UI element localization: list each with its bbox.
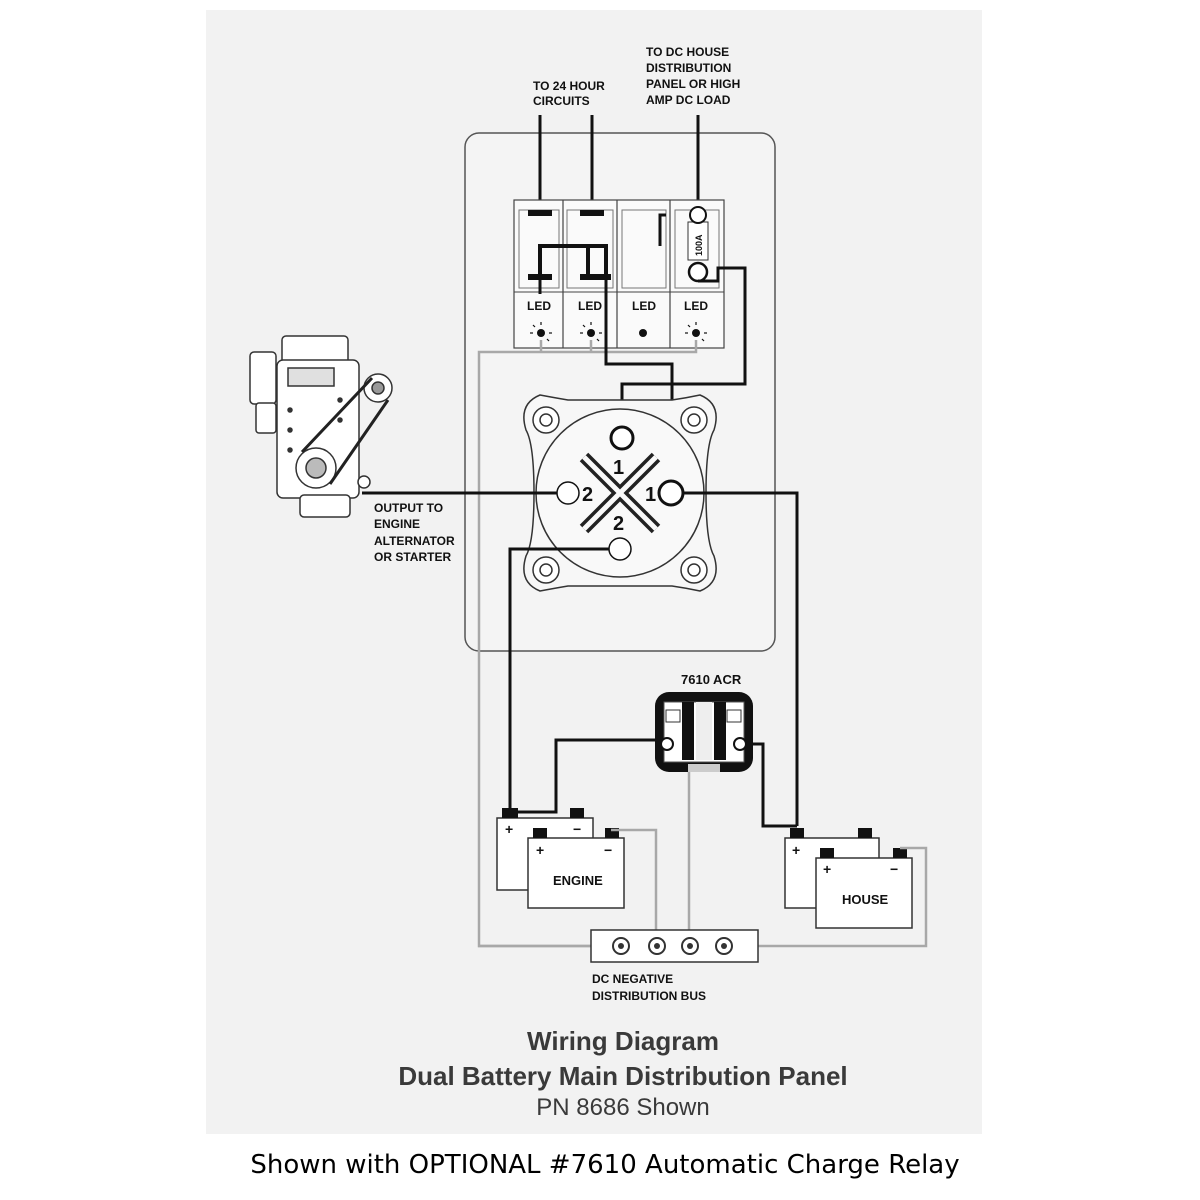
title-line2: Dual Battery Main Distribution Panel [398,1061,847,1091]
svg-text:ENGINE: ENGINE [553,873,603,888]
led-ground-taps [539,340,593,352]
engine-battery: + − ENGINE [527,828,625,909]
svg-text:LED: LED [684,299,708,313]
svg-text:1: 1 [645,484,656,506]
svg-text:+: + [505,821,513,837]
svg-text:TO DC HOUSE: TO DC HOUSE [646,45,729,59]
switch-position-labels: 1 1 2 2 [582,457,656,535]
svg-text:OR STARTER: OR STARTER [374,550,451,564]
label-output-engine: OUTPUT TO ENGINE ALTERNATOR OR STARTER [374,501,455,564]
svg-text:ALTERNATOR: ALTERNATOR [374,534,455,548]
svg-text:+: + [536,842,544,858]
led-labels: LED LED LED LED [527,299,708,313]
svg-text:DC NEGATIVE: DC NEGATIVE [592,972,673,986]
svg-text:100A: 100A [694,234,704,256]
title-line3: PN 8686 Shown [536,1094,709,1121]
svg-text:LED: LED [527,299,551,313]
svg-text:PANEL OR HIGH: PANEL OR HIGH [646,77,740,91]
battery-switch [523,394,717,592]
svg-text:OUTPUT TO: OUTPUT TO [374,501,443,515]
engine-illustration [249,335,393,518]
svg-text:HOUSE: HOUSE [842,892,889,907]
svg-text:+: + [792,842,800,858]
wires-battery-negative [478,828,928,948]
jumper-wire [538,244,608,278]
svg-text:DISTRIBUTION BUS: DISTRIBUTION BUS [592,989,706,1003]
svg-text:2: 2 [582,484,593,506]
label-dc-negative: DC NEGATIVE DISTRIBUTION BUS [592,972,706,1003]
caption: Shown with OPTIONAL #7610 Automatic Char… [250,1150,959,1180]
svg-text:DISTRIBUTION: DISTRIBUTION [646,61,731,75]
svg-text:+: + [823,861,831,877]
label-dc-house: TO DC HOUSE DISTRIBUTION PANEL OR HIGH A… [646,45,740,107]
svg-text:CIRCUITS: CIRCUITS [533,94,590,108]
acr-label: 7610 ACR [681,672,742,687]
label-24-hour-circuits: TO 24 HOUR CIRCUITS [533,79,605,108]
svg-text:TO 24 HOUR: TO 24 HOUR [533,79,605,93]
svg-text:LED: LED [632,299,656,313]
svg-text:−: − [890,861,898,877]
svg-text:−: − [573,821,581,837]
acr-7610 [655,692,753,772]
svg-text:−: − [604,842,612,858]
title-line1: Wiring Diagram [527,1026,719,1056]
svg-text:LED: LED [578,299,602,313]
wires-top [538,115,700,212]
svg-text:AMP DC LOAD: AMP DC LOAD [646,93,731,107]
dc-negative-bus [590,929,759,963]
fuse-100a: 100A [687,206,709,283]
svg-text:2: 2 [613,513,624,535]
svg-text:1: 1 [613,457,624,479]
svg-text:ENGINE: ENGINE [374,517,420,531]
house-battery: + − HOUSE [815,848,913,929]
